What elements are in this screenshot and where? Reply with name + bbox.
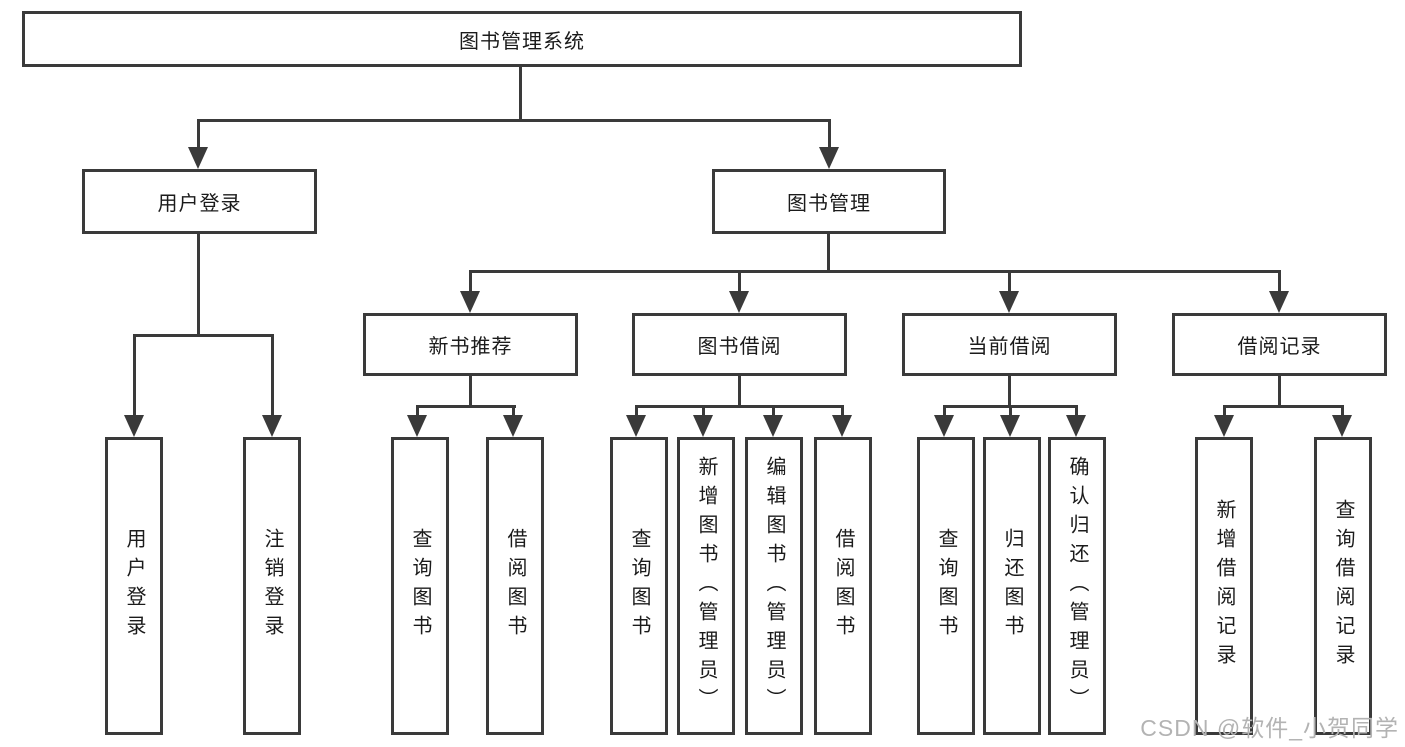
- connector-user-login-splitter: [133, 334, 274, 337]
- connector-drop-bb-edit: [772, 405, 775, 417]
- connector-drop-book-mgmt: [828, 119, 831, 149]
- connector-new-books-splitter: [416, 405, 516, 408]
- connector-drop-leaf-logout: [271, 334, 274, 417]
- leaf-logout: 注销登录: [243, 437, 301, 735]
- node-root: 图书管理系统: [22, 11, 1022, 67]
- arrow-nb-query: [407, 415, 427, 437]
- connector-drop-br-add: [1223, 405, 1226, 417]
- connector-drop-user-login: [197, 119, 200, 149]
- connector-drop-borrow-records: [1278, 270, 1281, 293]
- connector-drop-new-books: [469, 270, 472, 293]
- connector-book-borrow-stem: [738, 375, 741, 408]
- connector-user-login-stem: [197, 234, 200, 337]
- leaf-cb-query-books-label: 查询图书: [935, 528, 957, 644]
- connector-book-mgmt-splitter: [469, 270, 1281, 273]
- arrow-borrow-records: [1269, 291, 1289, 313]
- leaf-bb-borrow-books-label: 借阅图书: [832, 528, 854, 644]
- connector-borrow-records-splitter: [1223, 405, 1344, 408]
- arrow-book-borrow: [729, 291, 749, 313]
- arrow-leaf-login: [124, 415, 144, 437]
- arrow-new-books: [460, 291, 480, 313]
- node-user-login: 用户登录: [82, 169, 317, 234]
- connector-book-mgmt-stem: [827, 234, 830, 273]
- leaf-nb-query-books-label: 查询图书: [409, 528, 431, 644]
- leaf-bb-query-books-label: 查询图书: [628, 528, 650, 644]
- connector-drop-cb-query: [943, 405, 946, 417]
- connector-drop-leaf-login: [133, 334, 136, 417]
- leaf-br-add-record: 新增借阅记录: [1195, 437, 1253, 735]
- arrow-br-add: [1214, 415, 1234, 437]
- arrow-bb-add: [693, 415, 713, 437]
- connector-current-borrow-stem: [1008, 376, 1011, 408]
- leaf-user-login: 用户登录: [105, 437, 163, 735]
- leaf-nb-borrow-books-label: 借阅图书: [504, 528, 526, 644]
- node-root-label: 图书管理系统: [459, 30, 585, 53]
- leaf-br-query-record-label: 查询借阅记录: [1332, 499, 1354, 673]
- connector-root-stem: [519, 67, 522, 122]
- connector-drop-bb-query: [635, 405, 638, 417]
- connector-drop-current-borrow: [1008, 270, 1011, 293]
- leaf-cb-confirm-return-admin: 确认归还（管理员）: [1048, 437, 1106, 735]
- node-book-management-label: 图书管理: [787, 193, 871, 215]
- arrow-bb-query: [626, 415, 646, 437]
- arrow-cb-return: [1000, 415, 1020, 437]
- leaf-logout-label: 注销登录: [261, 528, 283, 644]
- arrow-user-login: [188, 147, 208, 169]
- leaf-nb-query-books: 查询图书: [391, 437, 449, 735]
- node-book-borrowing-label: 图书借阅: [697, 336, 782, 358]
- connector-drop-cb-return: [1009, 405, 1012, 417]
- node-user-login-label: 用户登录: [157, 193, 242, 215]
- leaf-cb-return-books: 归还图书: [983, 437, 1041, 735]
- connector-book-borrow-splitter: [635, 405, 844, 408]
- node-current-borrowing: 当前借阅: [902, 313, 1117, 376]
- arrow-current-borrow: [999, 291, 1019, 313]
- node-book-borrowing: 图书借阅: [632, 313, 847, 376]
- arrow-bb-edit: [763, 415, 783, 437]
- leaf-cb-confirm-return-admin-label: 确认归还（管理员）: [1066, 455, 1088, 717]
- leaf-br-add-record-label: 新增借阅记录: [1213, 499, 1235, 673]
- connector-drop-cb-confirm: [1075, 405, 1078, 417]
- arrow-cb-confirm: [1066, 415, 1086, 437]
- leaf-bb-borrow-books: 借阅图书: [814, 437, 872, 735]
- arrow-book-mgmt: [819, 147, 839, 169]
- leaf-bb-query-books: 查询图书: [610, 437, 668, 735]
- leaf-user-login-label: 用户登录: [123, 528, 145, 644]
- connector-drop-nb-query: [416, 405, 419, 417]
- connector-root-splitter: [197, 119, 831, 122]
- arrow-br-query: [1332, 415, 1352, 437]
- arrow-cb-query: [934, 415, 954, 437]
- leaf-nb-borrow-books: 借阅图书: [486, 437, 544, 735]
- node-new-book-recommend: 新书推荐: [363, 313, 578, 376]
- node-borrowing-records: 借阅记录: [1172, 313, 1387, 376]
- leaf-bb-add-books-admin-label: 新增图书（管理员）: [695, 455, 717, 717]
- arrow-leaf-logout: [262, 415, 282, 437]
- leaf-cb-query-books: 查询图书: [917, 437, 975, 735]
- node-borrowing-records-label: 借阅记录: [1237, 336, 1322, 358]
- leaf-br-query-record: 查询借阅记录: [1314, 437, 1372, 735]
- node-current-borrowing-label: 当前借阅: [967, 336, 1052, 358]
- leaf-bb-edit-books-admin: 编辑图书（管理员）: [745, 437, 803, 735]
- connector-new-books-stem: [469, 375, 472, 408]
- connector-drop-nb-borrow: [512, 405, 515, 417]
- connector-drop-bb-borrow: [841, 405, 844, 417]
- connector-drop-bb-add: [702, 405, 705, 417]
- leaf-bb-add-books-admin: 新增图书（管理员）: [677, 437, 735, 735]
- node-book-management: 图书管理: [712, 169, 946, 234]
- leaf-bb-edit-books-admin-label: 编辑图书（管理员）: [763, 455, 785, 717]
- arrow-nb-borrow: [503, 415, 523, 437]
- connector-drop-br-query: [1341, 405, 1344, 417]
- arrow-bb-borrow: [832, 415, 852, 437]
- node-new-book-recommend-label: 新书推荐: [428, 336, 513, 358]
- leaf-cb-return-books-label: 归还图书: [1001, 528, 1023, 644]
- connector-borrow-records-stem: [1278, 376, 1281, 408]
- connector-drop-book-borrow: [738, 270, 741, 293]
